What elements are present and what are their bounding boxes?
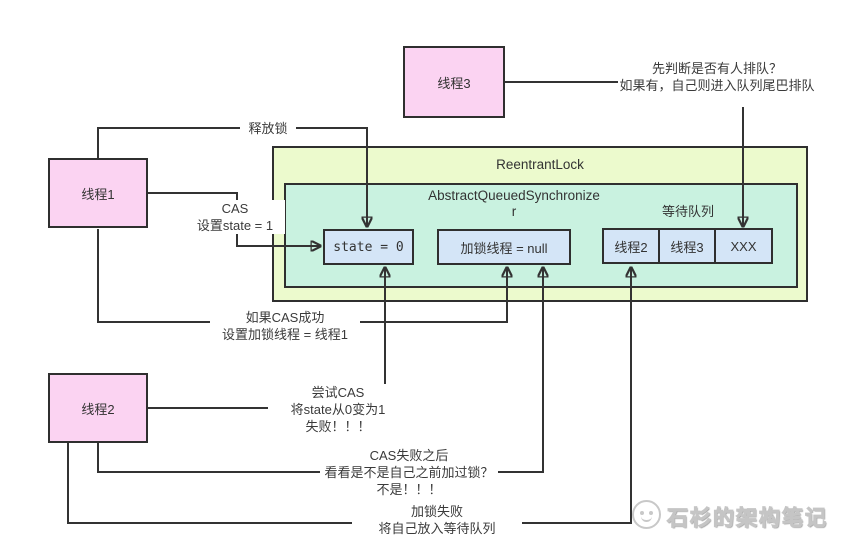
label-thread3-note-line1: 先判断是否有人排队？ [651,61,782,76]
connector-release-lock [97,127,367,226]
watermark-text: 石杉的架构笔记 [667,507,828,531]
label-cas-fail-check-line3: 不是！！！ [376,482,442,497]
label-cas-fail-check-line2: 看看是不是自己之前加过锁？ [324,465,494,480]
watermark-eye-icon [640,511,644,515]
thread2-label: 线程2 [81,401,115,417]
wait-queue-item-2: 线程3 [670,239,704,255]
owner-thread-value: 加锁线程 = null [460,240,548,256]
wait-queue-cell: 线程2 [602,228,660,264]
label-thread3-note: 先判断是否有人排队？ 如果有，自己则进入队列尾巴排队 [618,60,816,94]
label-cas-success: 如果CAS成功 设置加锁线程 = 线程1 [210,309,360,343]
thread3-box: 线程3 [403,46,505,118]
aqs-title-line2: r [511,204,517,219]
owner-thread-box: 加锁线程 = null [437,229,571,265]
label-cas-set-state: CAS 设置state = 1 [185,200,285,234]
watermark-face-icon [632,500,661,529]
label-cas-success-line2: 设置加锁线程 = 线程1 [221,327,349,342]
label-release-lock: 释放锁 [240,120,296,137]
wait-queue-label: 等待队列 [661,204,714,219]
label-try-cas: 尝试CAS 将state从0变为1 失败！！！ [268,384,408,435]
thread3-label: 线程3 [437,75,471,91]
watermark-mouth-icon [641,515,652,522]
thread2-box: 线程2 [48,373,148,443]
watermark-eye-icon [649,511,653,515]
state-value: state = 0 [333,239,404,255]
state-box: state = 0 [323,229,414,265]
label-cas-fail-check-line1: CAS失败之后 [369,448,449,463]
reentrantlock-title: ReentrantLock [496,157,584,172]
label-thread3-note-line2: 如果有，自己则进入队列尾巴排队 [619,78,815,93]
label-cas-set-state-line2: 设置state = 1 [196,218,274,233]
label-lock-fail: 加锁失败 将自己放入等待队列 [352,503,522,537]
thread1-box: 线程1 [48,158,148,228]
label-try-cas-line3: 失败！！！ [305,419,371,434]
wait-queue-item-3: XXX [730,238,757,254]
label-try-cas-line1: 尝试CAS [311,385,365,400]
aqs-title: AbstractQueuedSynchronize r [284,188,744,220]
aqs-title-line1: AbstractQueuedSynchronize [428,188,600,203]
wait-queue-cell: XXX [714,228,773,264]
label-cas-fail-check: CAS失败之后 看看是不是自己之前加过锁？ 不是！！！ [320,447,498,498]
label-lock-fail-line1: 加锁失败 [410,504,463,519]
connector-lock-fail [67,268,631,524]
thread1-label: 线程1 [81,186,115,202]
connector-cas-fail-check [97,268,543,473]
label-cas-success-line1: 如果CAS成功 [245,310,325,325]
label-try-cas-line2: 将state从0变为1 [290,402,386,417]
wait-queue-cell: 线程3 [658,228,716,264]
wait-queue-item-1: 线程2 [614,239,648,255]
label-cas-set-state-line1: CAS [221,201,249,216]
label-lock-fail-line2: 将自己放入等待队列 [378,521,496,536]
